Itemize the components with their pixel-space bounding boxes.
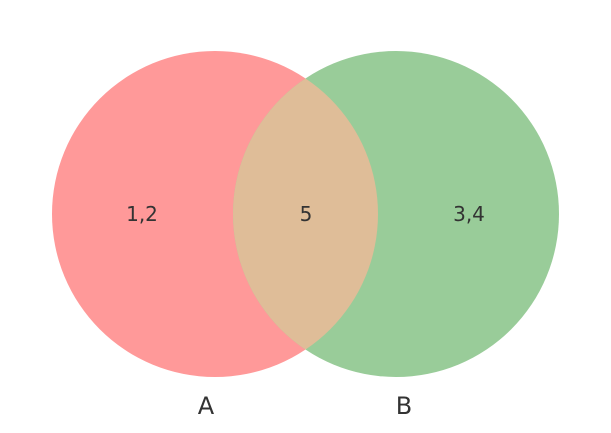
set-a-label: A [198, 392, 215, 420]
intersection-region [233, 51, 378, 377]
only-a-label: 1,2 [126, 202, 158, 226]
only-b-label: 3,4 [453, 202, 485, 226]
intersection-label: 5 [300, 202, 313, 226]
set-b-label: B [396, 392, 412, 420]
